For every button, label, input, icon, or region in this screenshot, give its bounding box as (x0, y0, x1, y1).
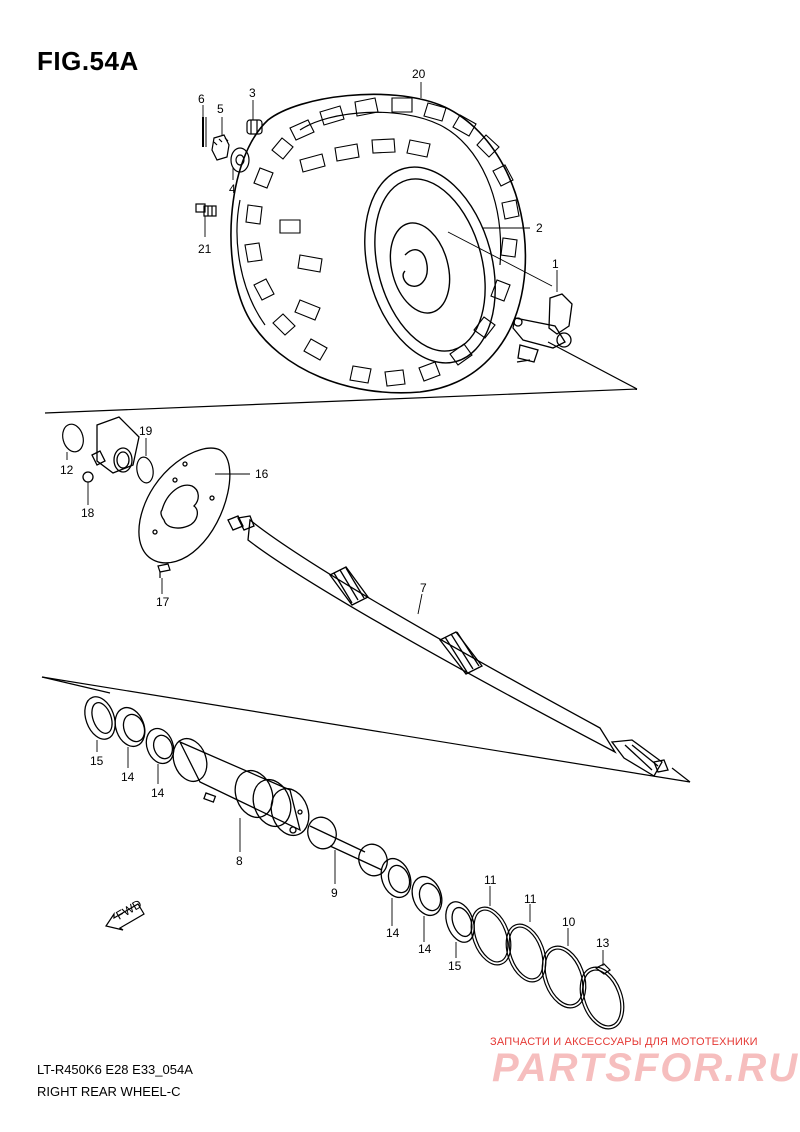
label-circlip-1: 10 (562, 915, 576, 929)
o-ring (62, 423, 84, 453)
circlip-2 (579, 963, 625, 1030)
hub-flange (82, 416, 140, 483)
label-tire: 20 (412, 67, 426, 81)
fwd-arrow-icon: FWD (105, 897, 145, 931)
disc-bolt (157, 563, 171, 578)
figure-caption: RIGHT REAR WHEEL-C (37, 1084, 181, 1099)
label-axle-housing: 8 (236, 854, 243, 868)
label-hub-carrier: 1 (552, 257, 559, 271)
label-bearing-3: 14 (386, 926, 400, 940)
label-circlip-2: 13 (596, 936, 610, 950)
seal-ring (136, 456, 154, 484)
label-washer: 4 (229, 182, 236, 196)
fwd-label: FWD (114, 897, 145, 923)
bearing-2 (145, 727, 175, 765)
tire-tread-blocks (244, 97, 520, 387)
label-castle-nut: 5 (217, 102, 224, 116)
wheel-stud (195, 203, 217, 217)
label-wheel-stud: 21 (198, 242, 212, 256)
washer (230, 147, 250, 173)
watermark-logo: PARTSFOR.RU (492, 1046, 800, 1090)
label-o-ring-2: 11 (524, 892, 537, 906)
leader-lines-bottom (96, 740, 604, 966)
bearing-4 (411, 875, 443, 917)
label-wheel-rim: 2 (536, 221, 543, 235)
label-brake-disc: 16 (255, 467, 269, 481)
tire (230, 93, 527, 394)
section-boundary-top (44, 341, 638, 414)
label-cotter-pin: 6 (198, 92, 205, 106)
rear-axle-shaft (227, 515, 669, 777)
label-disc-bolt: 17 (156, 595, 170, 609)
label-o-ring-1: 11 (484, 873, 497, 887)
hub-carrier (512, 293, 573, 363)
bearing-1 (114, 706, 146, 748)
wheel-rim (364, 166, 496, 364)
part-number-labels: 20 2 1 6 5 3 4 21 12 18 19 16 17 7 15 14… (60, 67, 610, 973)
circlip-1 (541, 945, 587, 1009)
watermark-tagline: ЗАПЧАСТИ И АКСЕССУАРЫ ДЛЯ МОТОТЕХНИКИ (490, 1036, 758, 1048)
o-ring-2 (505, 923, 547, 983)
label-rear-axle-shaft: 7 (420, 581, 427, 595)
figure-title: FIG.54A (37, 46, 139, 76)
cotter-pin (202, 117, 207, 147)
label-spacer: 9 (331, 886, 338, 900)
spacer (307, 816, 388, 877)
model-code: LT-R450K6 E28 E33_054A (37, 1062, 193, 1077)
castle-nut (211, 134, 230, 161)
leader-lines-middle (66, 438, 423, 615)
cap-nut (246, 119, 263, 135)
label-o-ring: 12 (60, 463, 74, 477)
bearing-3 (380, 857, 412, 899)
oil-seal-left (84, 696, 116, 740)
label-cap-nut: 3 (249, 86, 256, 100)
axle-housing (172, 737, 310, 837)
label-bearing-1: 14 (121, 770, 135, 784)
brake-disc (138, 447, 231, 564)
leader-lines-top (202, 82, 558, 292)
label-oil-seal-right: 15 (448, 959, 462, 973)
label-bearing-2: 14 (151, 786, 165, 800)
label-hub-flange: 18 (81, 506, 95, 520)
label-bearing-4: 14 (418, 942, 432, 956)
label-oil-seal-left: 15 (90, 754, 104, 768)
label-seal-ring: 19 (139, 424, 153, 438)
o-ring-1 (470, 906, 512, 966)
section-boundary-bottom (41, 676, 691, 783)
